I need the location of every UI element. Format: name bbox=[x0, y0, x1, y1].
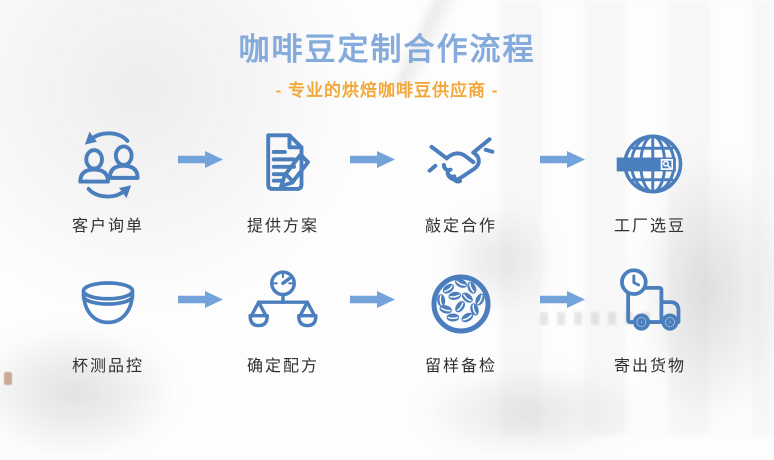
step-sample-retention: 留样备检 bbox=[386, 266, 536, 376]
step-label: 客户询单 bbox=[71, 218, 144, 235]
step-label: 留样备检 bbox=[424, 358, 497, 375]
globe-search-icon bbox=[575, 126, 725, 202]
step-customer-inquiry: 客户询单 bbox=[33, 126, 183, 236]
step-label: 杯测品控 bbox=[71, 358, 144, 375]
step-ship-goods: 寄出货物 bbox=[575, 266, 725, 376]
bg-photo-rust-speck bbox=[4, 372, 12, 385]
balance-scale-icon bbox=[208, 266, 358, 342]
cupping-bowl-icon bbox=[33, 266, 183, 342]
step-factory-bean-selection: 工厂选豆 bbox=[575, 126, 725, 236]
handshake-icon bbox=[386, 126, 536, 202]
document-pencil-icon bbox=[208, 126, 358, 202]
page-subtitle: - 专业的烘焙咖啡豆供应商 - bbox=[275, 81, 499, 100]
step-provide-plan: 提供方案 bbox=[208, 126, 358, 236]
step-determine-recipe: 确定配方 bbox=[208, 266, 358, 376]
delivery-truck-icon bbox=[575, 266, 725, 342]
step-label: 提供方案 bbox=[246, 218, 319, 235]
step-label: 工厂选豆 bbox=[613, 218, 686, 235]
page-title: 咖啡豆定制合作流程 bbox=[238, 32, 536, 67]
customers-exchange-icon bbox=[33, 126, 183, 202]
step-cupping-quality-control: 杯测品控 bbox=[33, 266, 183, 376]
step-label: 敲定合作 bbox=[424, 218, 497, 235]
bg-photo-bottom-shadow bbox=[415, 365, 645, 460]
step-label: 寄出货物 bbox=[613, 358, 686, 375]
coffee-beans-icon bbox=[386, 266, 536, 342]
step-confirm-cooperation: 敲定合作 bbox=[386, 126, 536, 236]
step-label: 确定配方 bbox=[246, 358, 319, 375]
